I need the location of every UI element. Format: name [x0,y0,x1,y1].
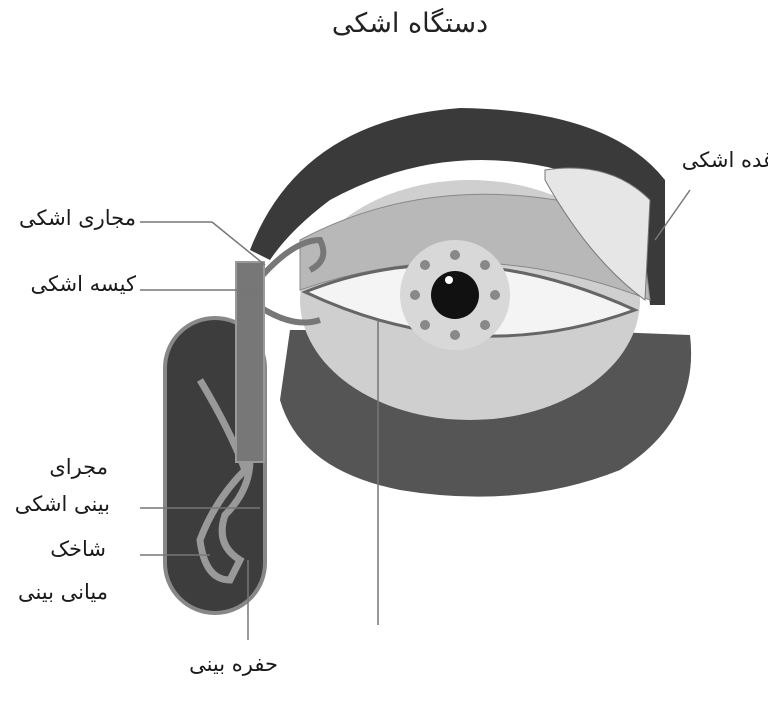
nasolacrimal-duct [235,261,265,463]
label-nasal-cavity: حفره بینی [189,652,278,676]
label-lacrimal-canals: مجاری اشکی [19,206,136,230]
lacrimal-gland [544,167,651,301]
label-lacrimal-sac: کیسه اشکی [30,272,136,296]
label-middle-concha-1: شاخک [50,537,106,561]
label-nasolacrimal-duct-2: بینی اشکی [14,492,110,516]
diagram-title: دستگاه اشکی [331,8,489,39]
label-nasolacrimal-duct-1: مجرای [49,455,108,479]
label-lacrimal-gland: غده اشکی [681,148,768,172]
label-middle-concha-2: میانی بینی [17,580,108,604]
brow-arc [250,108,665,305]
pupil [431,271,479,319]
